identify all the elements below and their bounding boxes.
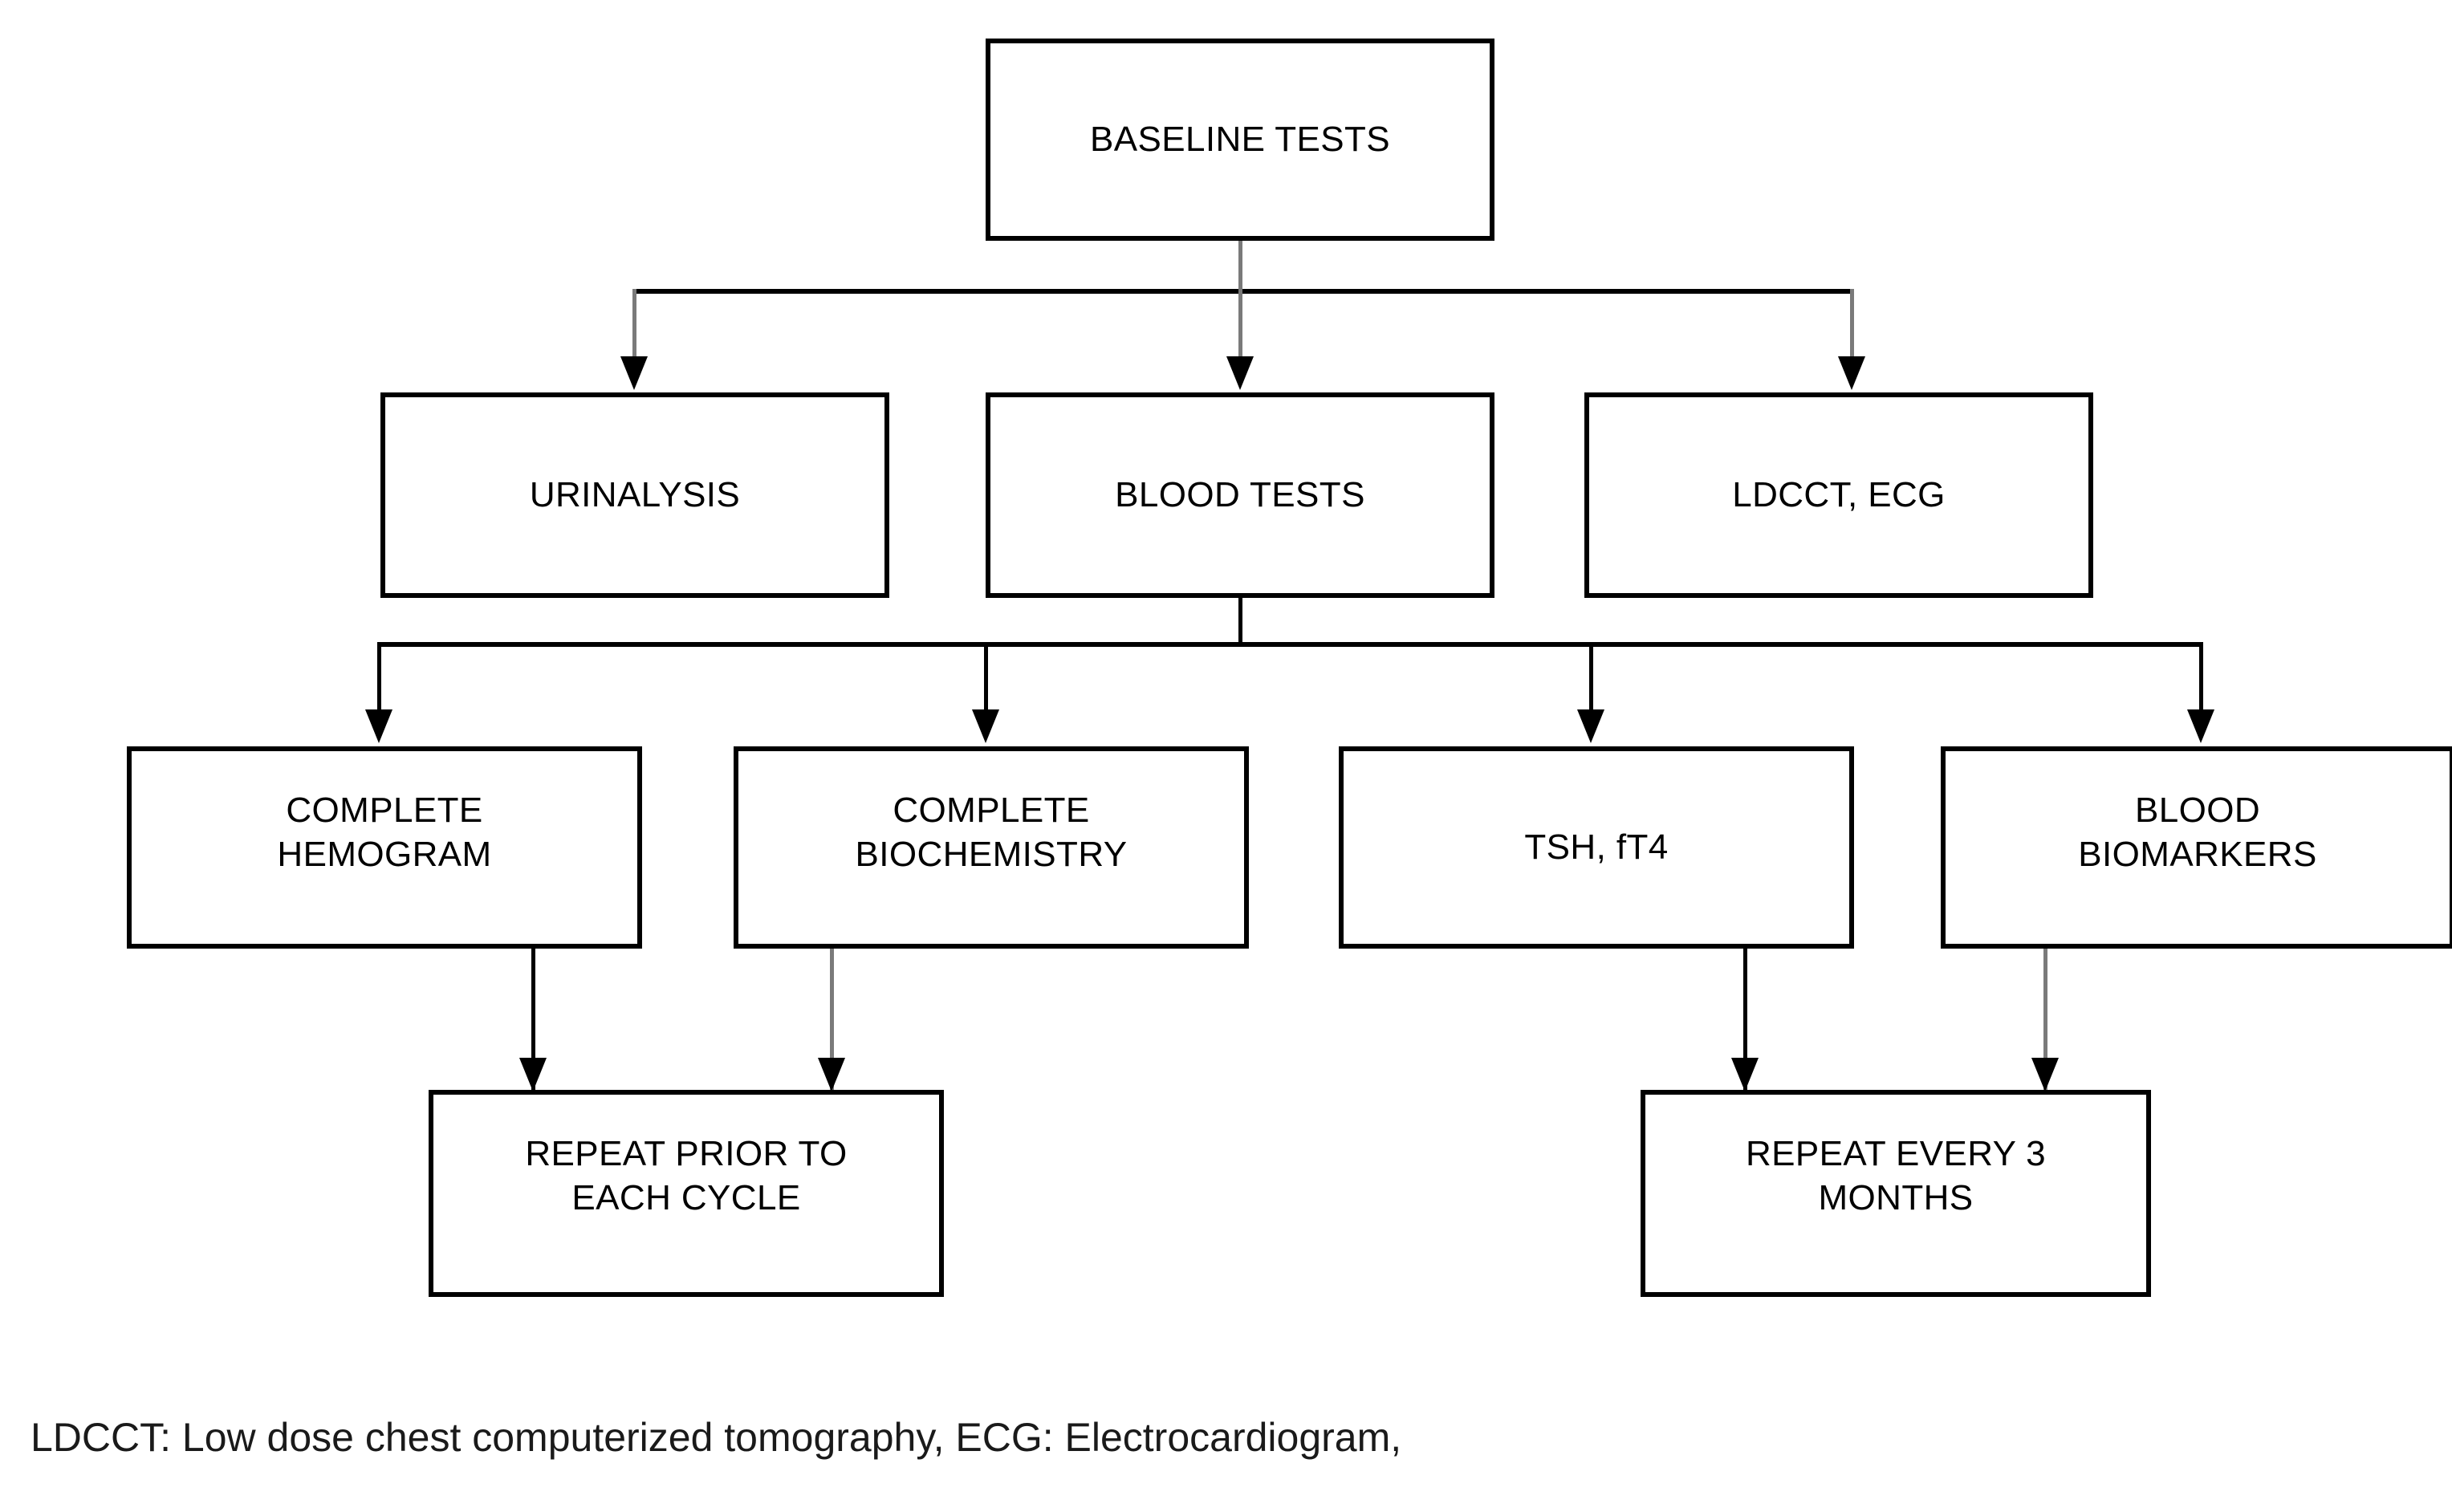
node-baseline-tests[interactable]: BASELINE TESTS [986, 39, 1494, 241]
node-blood-biomarkers[interactable]: BLOOD BIOMARKERS [1941, 746, 2452, 949]
node-ldcct-ecg[interactable]: LDCCT, ECG [1584, 392, 2093, 598]
abbreviation-legend: LDCCT: Low dose chest computerized tomog… [30, 1355, 1401, 1512]
node-repeat-prior-to-each-cycle[interactable]: REPEAT PRIOR TO EACH CYCLE [429, 1090, 944, 1297]
node-tsh-ft4-label: TSH, fT4 [1524, 827, 1669, 868]
connector-bus2-drop-tsh-ft4 [1589, 642, 1593, 722]
connector-bus2-horizontal [377, 642, 2203, 647]
arrowhead-to-blood-biomarkers [2187, 709, 2214, 743]
node-tsh-ft4[interactable]: TSH, fT4 [1339, 746, 1854, 949]
connector-complete-hemogram-to-repeat-cycle [531, 949, 535, 1091]
node-complete-biochemistry[interactable]: COMPLETE BIOCHEMISTRY [734, 746, 1249, 949]
connector-bus2-drop-complete-biochemistry [984, 642, 988, 722]
arrowhead-to-urinalysis [620, 356, 648, 390]
node-repeat-prior-to-each-cycle-label: REPEAT PRIOR TO EACH CYCLE [525, 1134, 848, 1218]
arrowhead-to-complete-biochemistry [972, 709, 999, 743]
connector-baseline-to-bus1 [1238, 241, 1242, 294]
node-complete-biochemistry-label: COMPLETE BIOCHEMISTRY [855, 791, 1128, 875]
connector-bus2-drop-complete-hemogram [377, 642, 381, 722]
node-complete-hemogram-label: COMPLETE HEMOGRAM [277, 791, 492, 875]
node-urinalysis-label: URINALYSIS [529, 475, 741, 515]
connector-bus1-drop-urinalysis [632, 289, 636, 369]
node-complete-hemogram[interactable]: COMPLETE HEMOGRAM [127, 746, 642, 949]
node-blood-biomarkers-label: BLOOD BIOMARKERS [2078, 791, 2317, 875]
connector-blood-tests-to-bus2 [1238, 598, 1242, 646]
node-repeat-every-3-months-label: REPEAT EVERY 3 MONTHS [1745, 1134, 2047, 1218]
connector-bus1-drop-blood-tests [1238, 289, 1242, 369]
connector-bus1-horizontal [632, 289, 1854, 294]
node-baseline-tests-label: BASELINE TESTS [1089, 120, 1391, 160]
arrowhead-to-complete-hemogram [365, 709, 392, 743]
connector-complete-biochemistry-to-repeat-cycle [830, 949, 834, 1091]
node-blood-tests[interactable]: BLOOD TESTS [986, 392, 1494, 598]
connector-blood-biomarkers-to-repeat-3-months [2043, 949, 2047, 1091]
arrowhead-tsh-to-repeat-3-months [1731, 1058, 1759, 1091]
node-urinalysis[interactable]: URINALYSIS [380, 392, 889, 598]
node-repeat-every-3-months[interactable]: REPEAT EVERY 3 MONTHS [1641, 1090, 2151, 1297]
connector-bus1-drop-ldcct-ecg [1850, 289, 1854, 369]
arrowhead-to-tsh-ft4 [1577, 709, 1604, 743]
arrowhead-biomarkers-to-repeat-3-months [2031, 1058, 2059, 1091]
connector-bus2-drop-blood-biomarkers [2199, 642, 2203, 722]
arrowhead-biochemistry-to-repeat-cycle [818, 1058, 845, 1091]
arrowhead-hemogram-to-repeat-cycle [519, 1058, 547, 1091]
arrowhead-to-ldcct-ecg [1838, 356, 1865, 390]
node-blood-tests-label: BLOOD TESTS [1115, 475, 1365, 515]
node-ldcct-ecg-label: LDCCT, ECG [1732, 475, 1946, 515]
connector-tsh-ft4-to-repeat-3-months [1743, 949, 1747, 1091]
arrowhead-to-blood-tests [1226, 356, 1254, 390]
abbreviation-legend-line-1: LDCCT: Low dose chest computerized tomog… [30, 1415, 1402, 1460]
